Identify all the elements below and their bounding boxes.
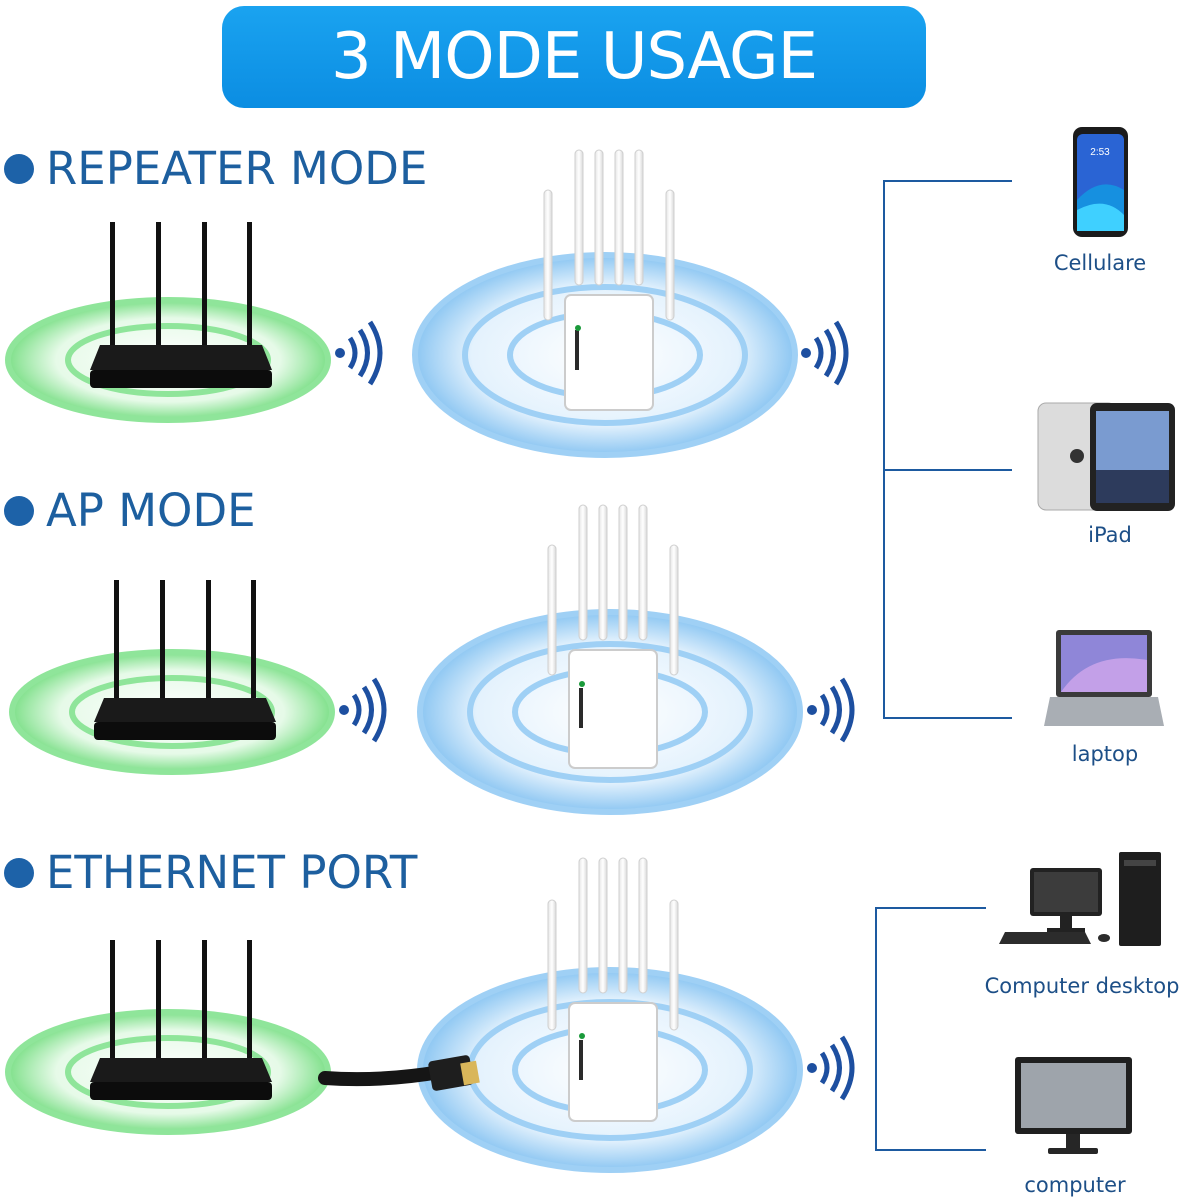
wifi-signal-icon bbox=[807, 677, 855, 743]
desktop-computer-icon bbox=[999, 852, 1161, 946]
wifi-signal-icon bbox=[339, 677, 387, 743]
connector-lines bbox=[875, 180, 1012, 1151]
bullet-icon bbox=[4, 857, 34, 888]
wifi-signal-icon bbox=[807, 1035, 855, 1101]
mode-title-repeater: REPEATER MODE bbox=[4, 142, 427, 195]
mode-label: REPEATER MODE bbox=[46, 142, 428, 195]
device-label-tablet: iPad bbox=[1088, 523, 1132, 547]
device-label-computer: computer bbox=[1024, 1173, 1126, 1197]
device-label-desktop: Computer desktop bbox=[984, 974, 1179, 998]
bullet-icon bbox=[4, 153, 34, 184]
router-icon bbox=[90, 222, 272, 388]
laptop-icon bbox=[1044, 630, 1164, 726]
extender-icon bbox=[547, 857, 679, 1122]
smartphone-icon: 2:53 bbox=[1073, 127, 1128, 237]
extender-icon bbox=[543, 149, 675, 411]
mode-title-ap: AP MODE bbox=[4, 484, 256, 537]
extender-icon bbox=[547, 504, 679, 769]
ethernet-cable-icon bbox=[318, 1055, 480, 1091]
device-label-phone: Cellulare bbox=[1053, 251, 1147, 275]
mode-label: AP MODE bbox=[46, 484, 256, 537]
title-banner: 3 MODE USAGE bbox=[222, 6, 926, 108]
computer-monitor-icon bbox=[1015, 1057, 1132, 1154]
ipad-icon bbox=[1037, 402, 1175, 511]
router-icon bbox=[94, 580, 276, 740]
bullet-icon bbox=[4, 495, 34, 526]
mode-label: ETHERNET PORT bbox=[46, 846, 418, 899]
phone-clock: 2:53 bbox=[1090, 147, 1110, 158]
device-label-laptop: laptop bbox=[1071, 742, 1139, 766]
banner-title: 3 MODE USAGE bbox=[330, 20, 818, 94]
router-icon bbox=[90, 940, 272, 1100]
wifi-signal-icon bbox=[801, 320, 849, 386]
mode-title-ethernet: ETHERNET PORT bbox=[4, 846, 417, 899]
wifi-signal-icon bbox=[335, 320, 383, 386]
